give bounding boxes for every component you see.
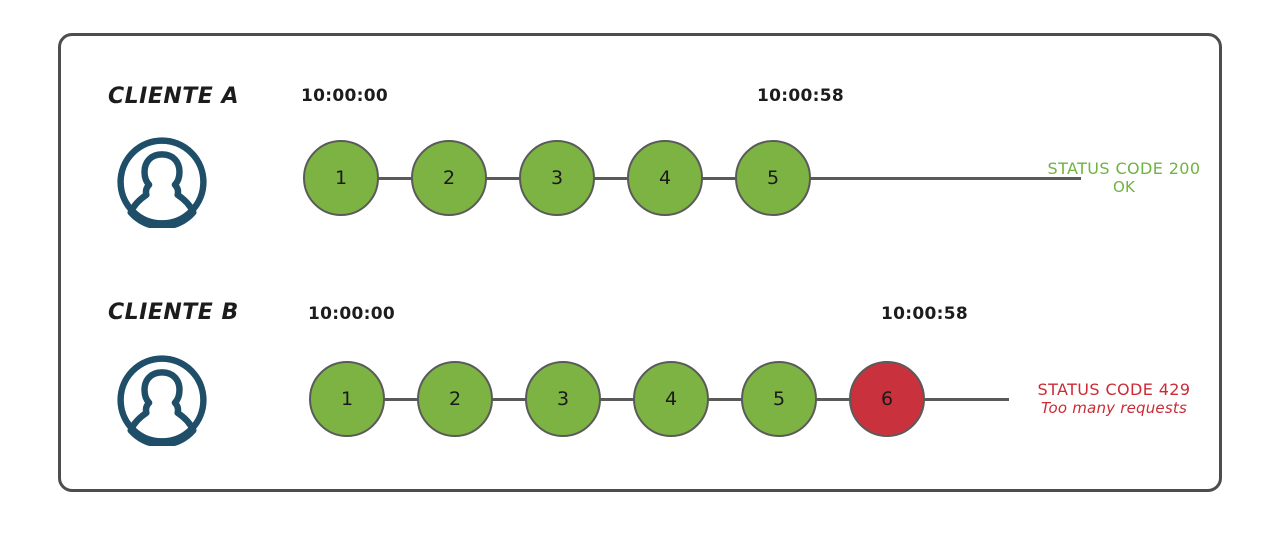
client-a-timestamp-start: 10:00:00 [301,86,388,106]
client-b-status-badge: STATUS CODE 429 Too many requests [1009,380,1219,417]
request-node-number: 4 [658,166,672,189]
client-b-timestamp-start: 10:00:00 [308,304,395,324]
connector-1-2 [383,398,419,401]
request-node-1[interactable]: 1 [303,140,379,216]
connector-3-4 [599,398,635,401]
user-avatar-icon [116,136,208,228]
request-node-5[interactable]: 5 [741,361,817,437]
request-node-5[interactable]: 5 [735,140,811,216]
request-node-2[interactable]: 2 [417,361,493,437]
request-node-4[interactable]: 4 [627,140,703,216]
request-node-3[interactable]: 3 [525,361,601,437]
connector-2-3 [485,177,521,180]
status-message-line: Too many requests [1041,399,1187,417]
client-b-label: CLIENTE B [108,300,239,325]
diagram-frame: CLIENTE A 10:00:00 10:00:58 1 2 3 4 5 ST… [58,33,1222,492]
client-a-status-badge: STATUS CODE 200 OK [1024,159,1224,196]
request-node-number: 1 [334,166,348,189]
client-row-b: CLIENTE B 10:00:00 10:00:58 1 2 3 4 5 6 … [61,36,1219,489]
request-node-3[interactable]: 3 [519,140,595,216]
connector-1-2 [377,177,413,180]
request-node-number: 6 [880,387,894,410]
request-node-number: 3 [556,387,570,410]
user-avatar-icon [116,354,208,446]
client-row-a: CLIENTE A 10:00:00 10:00:58 1 2 3 4 5 ST… [61,36,1219,489]
connector-5-6 [815,398,851,401]
client-a-timestamp-end: 10:00:58 [757,86,844,106]
request-node-number: 1 [340,387,354,410]
connector-6-status [923,398,1009,401]
request-node-number: 3 [550,166,564,189]
connector-4-5 [701,177,737,180]
client-a-label: CLIENTE A [108,84,240,109]
request-node-number: 5 [766,166,780,189]
status-code-line: STATUS CODE 429 [1037,380,1191,399]
request-node-number: 2 [448,387,462,410]
status-code-line: STATUS CODE 200 [1047,159,1201,178]
request-node-number: 4 [664,387,678,410]
request-node-1[interactable]: 1 [309,361,385,437]
request-node-2[interactable]: 2 [411,140,487,216]
client-b-timestamp-end: 10:00:58 [881,304,968,324]
connector-5-status [809,177,1081,180]
client-a-request-chain: 1 2 3 4 5 [303,140,1081,220]
request-node-number: 5 [772,387,786,410]
connector-3-4 [593,177,629,180]
connector-4-5 [707,398,743,401]
status-message-line: OK [1112,178,1136,196]
request-node-number: 2 [442,166,456,189]
client-b-request-chain: 1 2 3 4 5 6 [309,361,1089,441]
request-node-6[interactable]: 6 [849,361,925,437]
connector-2-3 [491,398,527,401]
request-node-4[interactable]: 4 [633,361,709,437]
